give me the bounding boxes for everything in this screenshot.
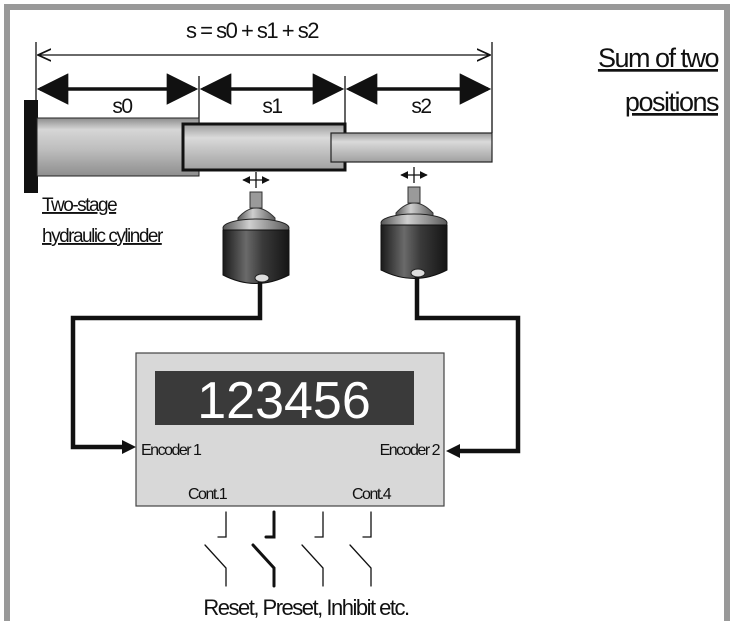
title-line-2: positions bbox=[625, 87, 719, 117]
control-inputs-label: Reset, Preset, Inhibit etc. bbox=[203, 595, 409, 620]
cylinder-label-line-1: Two-stage bbox=[42, 195, 117, 216]
counter-panel: 123456 Encoder 1 Encoder 2 Cont.1 Cont.4 bbox=[135, 352, 445, 507]
cylinder-barrel bbox=[36, 117, 200, 177]
encoder1-input-label: Encoder 1 bbox=[141, 442, 202, 459]
formula-label: s = s0 + s1 + s2 bbox=[186, 18, 319, 43]
cylinder-stage-2 bbox=[330, 132, 493, 163]
encoder2-input-label: Encoder 2 bbox=[380, 442, 441, 459]
switch-3 bbox=[301, 511, 324, 587]
switch-4 bbox=[349, 511, 372, 587]
cont4-label: Cont.4 bbox=[352, 486, 392, 503]
encoder1-cable-arrowhead bbox=[122, 440, 136, 454]
title: Sum of two positions bbox=[598, 43, 721, 117]
switch-1 bbox=[204, 511, 227, 587]
two-stage-hydraulic-cylinder bbox=[24, 100, 493, 193]
counter-display bbox=[155, 371, 414, 425]
control-input-switches bbox=[204, 510, 372, 588]
encoder1-cable bbox=[70, 282, 263, 450]
dimension-extension-lines bbox=[35, 42, 493, 133]
encoder2-cable-arrowhead bbox=[446, 444, 460, 458]
encoder2-shaft bbox=[407, 186, 421, 204]
encoder-2 bbox=[380, 186, 448, 279]
encoder-1 bbox=[222, 191, 290, 284]
encoder1-shaft bbox=[249, 191, 263, 209]
s1-label: s1 bbox=[262, 95, 282, 118]
outer-frame bbox=[4, 4, 730, 621]
s2-label: s2 bbox=[411, 95, 431, 118]
cylinder-label-line-2: hydraulic cylinder bbox=[42, 226, 164, 247]
cylinder-base-plate bbox=[24, 100, 38, 193]
cylinder-stage-1 bbox=[181, 122, 347, 172]
s0-label: s0 bbox=[112, 95, 132, 118]
title-line-1: Sum of two bbox=[598, 43, 719, 73]
encoder2-cable bbox=[414, 277, 521, 454]
switch-2 bbox=[251, 510, 276, 588]
counter-display-value: 123456 bbox=[197, 372, 371, 430]
cont1-label: Cont.1 bbox=[188, 486, 228, 503]
encoder1-connector bbox=[254, 273, 270, 283]
encoder2-connector bbox=[410, 268, 426, 278]
